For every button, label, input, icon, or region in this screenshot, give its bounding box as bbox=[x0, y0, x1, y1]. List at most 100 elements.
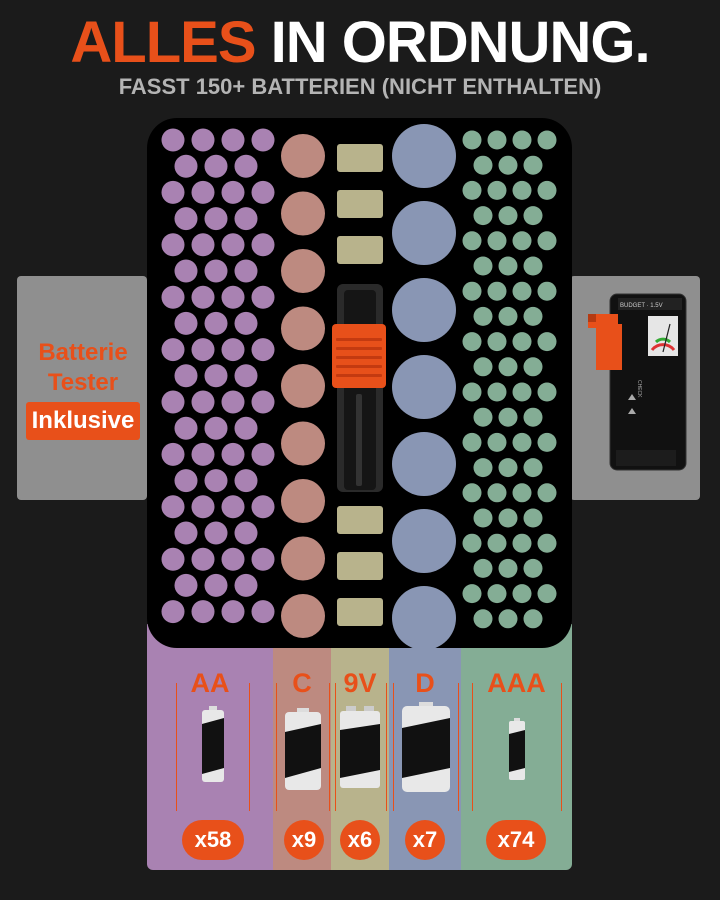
aa-slot bbox=[191, 547, 215, 571]
aa-slot bbox=[161, 600, 185, 624]
aa-slot bbox=[221, 442, 245, 466]
battery-d-icon bbox=[402, 702, 450, 792]
battery-tester-device: BUDGET · 1.5V CHECK bbox=[588, 293, 687, 471]
battery-9v-icon bbox=[340, 706, 380, 788]
aaa-slot bbox=[498, 558, 518, 578]
aaa-slot bbox=[462, 130, 482, 150]
aaa-slot bbox=[537, 533, 557, 553]
aa-slot bbox=[221, 285, 245, 309]
c-slot bbox=[281, 306, 325, 351]
tester-side-label: CHECK bbox=[636, 380, 642, 398]
d-slot bbox=[392, 278, 456, 342]
aa-slot bbox=[251, 390, 275, 414]
aaa-slot bbox=[498, 206, 518, 226]
aa-slot bbox=[221, 495, 245, 519]
label-9v: 9V bbox=[343, 668, 377, 698]
aaa-slot bbox=[498, 458, 518, 478]
d-slot bbox=[392, 586, 456, 648]
aaa-slot bbox=[537, 382, 557, 402]
aa-slot bbox=[234, 416, 258, 440]
aa-slot bbox=[221, 128, 245, 152]
clip-ridge bbox=[336, 365, 382, 368]
aaa-slot bbox=[498, 407, 518, 427]
aaa-slot bbox=[487, 281, 507, 301]
aa-slot bbox=[251, 600, 275, 624]
aa-slot bbox=[174, 469, 198, 493]
aa-slot bbox=[204, 521, 228, 545]
aa-slot bbox=[234, 311, 258, 335]
aa-slot bbox=[161, 180, 185, 204]
aa-slot bbox=[204, 311, 228, 335]
aaa-slot bbox=[487, 332, 507, 352]
battery-aaa-icon bbox=[509, 718, 525, 780]
aaa-slot bbox=[462, 231, 482, 251]
aa-slot bbox=[191, 442, 215, 466]
d-slot bbox=[392, 355, 456, 419]
aaa-slot bbox=[462, 382, 482, 402]
c-slot bbox=[281, 479, 325, 523]
d-slot bbox=[392, 432, 456, 496]
bracket-c bbox=[276, 683, 330, 811]
count-aa: x58 bbox=[182, 820, 244, 860]
aa-slot bbox=[204, 154, 228, 178]
aaa-slot bbox=[523, 458, 543, 478]
v9-slot bbox=[337, 506, 383, 534]
aa-slot bbox=[161, 390, 185, 414]
aaa-slot bbox=[462, 533, 482, 553]
aaa-slot bbox=[498, 357, 518, 377]
aa-slot bbox=[191, 285, 215, 309]
label-aaa: AAA bbox=[487, 668, 546, 698]
aa-slot bbox=[174, 311, 198, 335]
headline: ALLES IN ORDNUNG. bbox=[0, 8, 720, 78]
aa-slot bbox=[161, 495, 185, 519]
count-d: x7 bbox=[405, 820, 445, 860]
aaa-slot bbox=[473, 357, 493, 377]
aa-slot bbox=[191, 233, 215, 257]
aaa-slot bbox=[487, 483, 507, 503]
aaa-slot bbox=[523, 206, 543, 226]
d-slot bbox=[392, 201, 456, 265]
aa-slot bbox=[234, 364, 258, 388]
label-c: C bbox=[292, 668, 312, 698]
clip-ridge bbox=[336, 374, 382, 377]
aa-slot bbox=[174, 573, 198, 597]
bracket-aaa bbox=[472, 683, 562, 811]
aaa-slot bbox=[537, 584, 557, 604]
aa-slot bbox=[161, 285, 185, 309]
aaa-slot bbox=[462, 281, 482, 301]
aaa-slot bbox=[523, 558, 543, 578]
aaa-slot bbox=[462, 584, 482, 604]
aa-slot bbox=[234, 207, 258, 231]
aaa-slot bbox=[537, 180, 557, 200]
aaa-slot bbox=[512, 130, 532, 150]
aa-slot bbox=[221, 338, 245, 362]
aaa-slot bbox=[498, 508, 518, 528]
aa-slot bbox=[221, 547, 245, 571]
v9-slot bbox=[337, 190, 383, 218]
tester-info-panel bbox=[17, 276, 147, 500]
aaa-slot bbox=[523, 407, 543, 427]
aa-slot bbox=[204, 469, 228, 493]
aaa-slot bbox=[537, 332, 557, 352]
aa-slot bbox=[191, 338, 215, 362]
tester-label-line1: Batterie bbox=[38, 339, 128, 366]
aaa-slot bbox=[512, 281, 532, 301]
aaa-slot bbox=[462, 332, 482, 352]
clip-ridge bbox=[336, 338, 382, 341]
aaa-slot bbox=[487, 130, 507, 150]
aa-slot bbox=[221, 390, 245, 414]
aa-slot bbox=[174, 416, 198, 440]
c-slot bbox=[281, 594, 325, 638]
clip-ridge bbox=[336, 347, 382, 350]
aa-slot bbox=[191, 390, 215, 414]
aa-slot bbox=[234, 573, 258, 597]
aa-slot bbox=[204, 573, 228, 597]
aaa-slot bbox=[523, 306, 543, 326]
aa-slot bbox=[221, 600, 245, 624]
aa-slot bbox=[161, 547, 185, 571]
aaa-slot bbox=[473, 407, 493, 427]
aa-slot bbox=[161, 233, 185, 257]
aa-slot bbox=[221, 180, 245, 204]
count-9v: x6 bbox=[340, 820, 380, 860]
